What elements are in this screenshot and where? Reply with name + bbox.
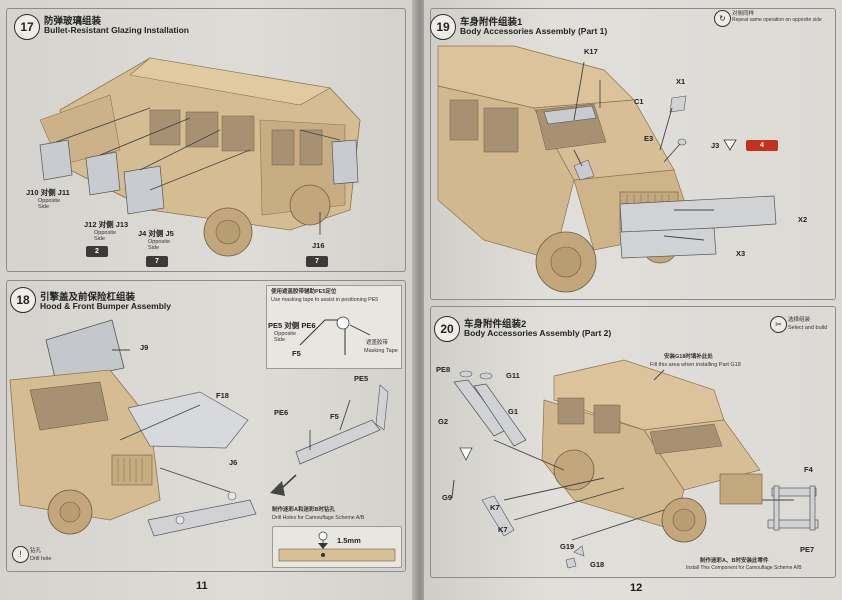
paint-chip-2: 2 [86,246,108,257]
label-f18: F18 [216,391,229,400]
label-pe5: PE5 [354,374,369,383]
step-20-vehicle-illustration [451,359,819,569]
paint-chip-red-4: 4 [746,140,778,151]
label-pe8: PE8 [436,365,451,374]
step-number-17: 17 [14,14,40,40]
label-j4-j5: J4 对侧 J5 [138,229,174,238]
repeat-opposite-icon: ↻ [714,10,731,27]
left-page: 17 防弹玻璃组装 Bullet-Resistant Glazing Insta… [0,0,416,600]
label-j3: J3 [711,141,720,150]
step-19-panel [430,8,836,300]
drill-diagram: 1.5mm [272,526,402,568]
label-g11: G11 [506,371,520,380]
repeat-note-en: Repeat same operation on opposite side [732,17,822,23]
label-g2: G2 [438,417,449,426]
masking-tape-inset [266,285,402,369]
label-j4-sub: Opposite Side [148,239,171,252]
note-camo-en: Install This Component for Camouflage Sc… [686,565,802,571]
step-19-title-cn: 车身附件组装1 [460,17,523,28]
label-pe6: PE6 [274,408,289,417]
step-17-title-cn: 防弹玻璃组装 [44,16,102,27]
inset-title-cn: 使用遮盖胶带辅助PE5定位 [271,289,337,295]
inset-title-en: Use masking tape to assist in positionin… [271,297,379,303]
label-k7-b: K7 [498,525,508,534]
step-number-18: 18 [10,287,36,313]
right-page: 19 车身附件组装1 Body Accessories Assembly (Pa… [424,0,842,600]
label-x1: X1 [676,77,686,86]
repeat-note-cn: 对侧同样 [732,11,755,17]
step-18-title-cn: 引擎盖及前保险杠组装 [40,292,136,303]
drill-note-en: Drill Holes for Camouflage Scheme A/B [272,515,365,521]
label-x3: X3 [736,249,746,258]
label-f5-inset: F5 [292,349,301,358]
step-17-panel [6,8,406,272]
label-pe5-sub: Opposite Side [274,331,297,344]
drill-part-drawing [278,531,396,562]
select-build-en: Select and build [788,325,828,331]
paint-chip-7b: 7 [306,256,328,267]
label-pe7: PE7 [800,545,815,554]
drill-note-cn: 制作迷彩A和迷彩B时钻孔 [272,507,335,513]
label-e3: E3 [644,134,654,143]
step-18-panel [6,280,406,572]
drill-hole-icon: ! [12,546,29,563]
page-number-right: 12 [630,582,643,594]
step-19-vehicle-illustration [437,45,777,293]
label-masking-cn: 遮盖胶带 [366,340,389,346]
step-18-title-en: Hood & Front Bumper Assembly [40,301,171,311]
page-number-left: 11 [196,580,208,592]
step-20-title-en: Body Accessories Assembly (Part 2) [464,328,612,338]
label-g18: G18 [590,560,605,569]
label-f5: F5 [330,412,339,421]
step-20-title-cn: 车身附件组装2 [464,319,527,330]
label-j16: J16 [312,241,325,250]
step-17-title-en: Bullet-Resistant Glazing Installation [44,25,189,35]
select-build-cn: 选择组装 [788,317,811,323]
note-g18-cn: 安装G18时填补此处 [664,354,713,360]
label-c1: C1 [634,97,644,106]
step-number-20: 20 [434,316,460,342]
label-j9: J9 [140,343,149,352]
label-j10-sub: Opposite Side [38,198,61,211]
label-pe5-pe6: PE5 对侧 PE6 [268,321,316,330]
label-j12-sub: Opposite Side [94,230,117,243]
label-k7-a: K7 [490,503,500,512]
step-number-19: 19 [430,14,456,40]
note-camo-cn: 制作迷彩A、B时安装此零件 [700,558,769,564]
paint-chip-7a: 7 [146,256,168,267]
label-j6: J6 [229,458,238,467]
drill-icon-label-en: Drill hole [30,556,52,562]
label-j12-j13: J12 对侧 J13 [84,220,129,229]
label-f4: F4 [804,465,813,474]
label-g9: G9 [442,493,453,502]
label-k17: K17 [584,47,598,56]
label-g1: G1 [508,407,519,416]
step-20-panel [430,306,836,578]
select-build-icon: ✂ [770,316,787,333]
drill-size: 1.5mm [337,536,361,545]
note-g18-en: Fill this area when installing Part G18 [650,362,741,368]
label-g19: G19 [560,542,575,551]
label-j10-j11: J10 对侧 J11 [26,188,70,197]
glue-icon [723,139,737,151]
drill-icon-label-cn: 钻孔 [30,548,42,554]
label-x2: X2 [798,215,808,224]
step-17-vehicle-illustration [39,57,361,257]
step-19-title-en: Body Accessories Assembly (Part 1) [460,26,608,36]
label-masking-en: Masking Tape [364,348,398,354]
step-18-illustration [9,316,389,537]
